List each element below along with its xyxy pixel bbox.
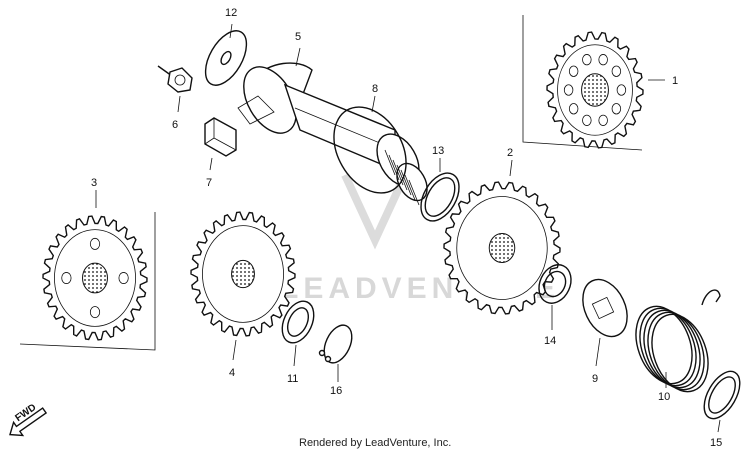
callout-11: 11 — [287, 373, 298, 385]
callout-10: 10 — [658, 391, 670, 403]
washer-part-11 — [281, 300, 315, 344]
washer-part-14 — [538, 264, 572, 304]
callout-2: 2 — [507, 147, 513, 159]
washer-part-15 — [703, 370, 741, 420]
callout-4: 4 — [229, 367, 235, 379]
clip-part-8 — [333, 106, 407, 194]
callout-9: 9 — [592, 373, 598, 385]
spring-part-10 — [635, 289, 721, 393]
callout-15: 15 — [710, 437, 722, 449]
washer-part-12 — [204, 30, 248, 86]
callout-3: 3 — [91, 177, 97, 189]
credit-text: Rendered by LeadVenture, Inc. — [299, 437, 451, 449]
gear-part-3 — [42, 215, 148, 341]
callout-8: 8 — [372, 83, 378, 95]
callout-13: 13 — [432, 145, 444, 157]
callout-5: 5 — [295, 31, 301, 43]
callout-16: 16 — [330, 385, 342, 397]
callout-1: 1 — [672, 75, 678, 87]
collar-part-9 — [582, 278, 628, 338]
leader-lines — [95, 23, 721, 433]
callout-6: 6 — [172, 119, 178, 131]
callout-14: 14 — [544, 335, 556, 347]
washer-part-13 — [420, 172, 460, 222]
shaft-part-5 — [237, 62, 428, 206]
clip-part-16 — [318, 324, 353, 364]
callout-12: 12 — [225, 7, 237, 19]
gear-part-2 — [443, 181, 561, 315]
gear-part-4 — [190, 211, 296, 337]
frame-part-3 — [19, 212, 156, 351]
gear-part-1 — [546, 31, 644, 149]
bolt-part-6 — [157, 65, 193, 93]
fwd-arrow-icon: FWD — [9, 402, 48, 437]
block-part-7 — [204, 117, 237, 157]
callout-7: 7 — [206, 177, 212, 189]
